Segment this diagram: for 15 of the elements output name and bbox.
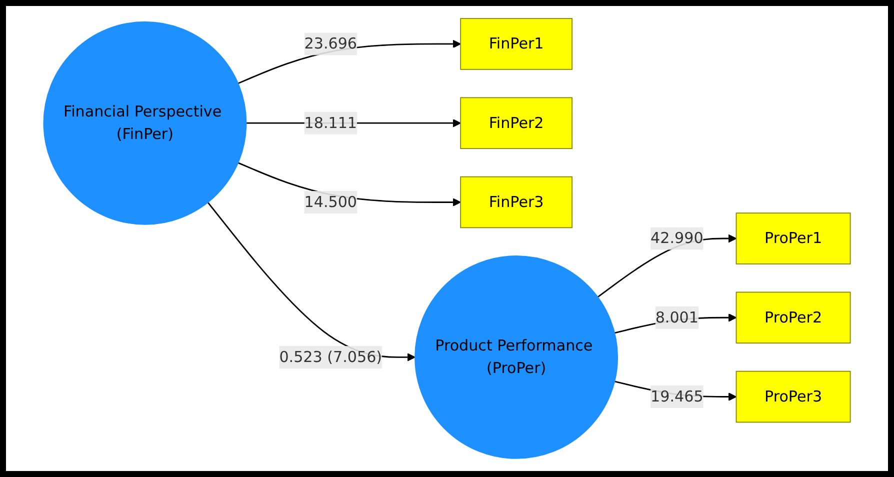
edge-label: 8.001 bbox=[655, 308, 698, 326]
edge-label: 42.990 bbox=[650, 229, 704, 247]
node-box: ProPer1 bbox=[736, 212, 851, 264]
edge-label: 19.465 bbox=[650, 387, 704, 406]
node-box: FinPer2 bbox=[460, 97, 572, 149]
node-circle: Product Performance (ProPer) bbox=[414, 255, 618, 459]
node-box: FinPer3 bbox=[460, 176, 572, 228]
node-box: ProPer2 bbox=[736, 292, 851, 344]
node-box: FinPer1 bbox=[460, 18, 572, 70]
edge-label: 0.523 (7.056) bbox=[279, 348, 382, 366]
node-box: ProPer3 bbox=[736, 370, 851, 423]
edge-label: 18.111 bbox=[304, 114, 358, 132]
node-circle: Financial Perspective (FinPer) bbox=[43, 21, 247, 225]
edge-label: 23.696 bbox=[304, 34, 358, 52]
edge-label: 14.500 bbox=[304, 192, 358, 211]
